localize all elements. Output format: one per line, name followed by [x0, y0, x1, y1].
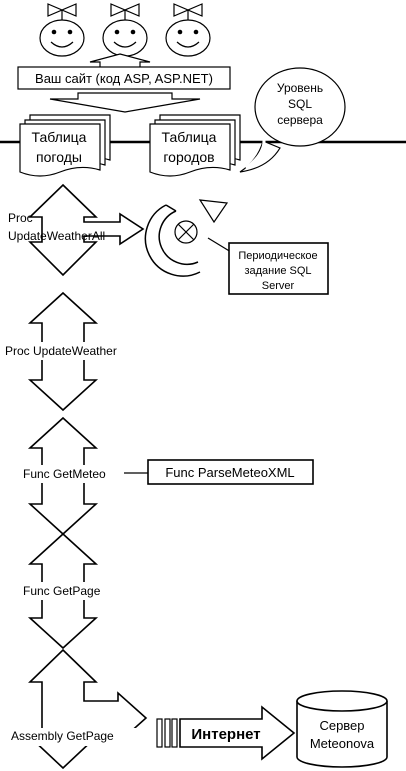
weather-table-line2: погоды: [36, 149, 82, 165]
parse-xml-label: Func ParseMeteoXML: [165, 465, 294, 480]
user-icon: [165, 3, 211, 57]
cities-table-line1: Таблица: [162, 129, 217, 145]
job-line2: задание SQL: [244, 265, 311, 277]
update-all-arrow: [28, 183, 145, 277]
internet-label: Интернет: [191, 726, 260, 743]
assembly-arrow: [27, 648, 148, 770]
get-meteo-label: Func GetMeteo: [23, 467, 106, 481]
server-line1: Сервер: [319, 718, 364, 733]
user-icon: [39, 3, 85, 57]
cities-table: Таблица городов: [149, 114, 241, 177]
job-line3: Server: [262, 280, 295, 292]
job-line1: Периодическое: [238, 250, 317, 262]
internet-arrow: Интернет: [156, 705, 296, 761]
weather-table: Таблица погоды: [19, 114, 111, 177]
get-page-label: Func GetPage: [23, 584, 101, 598]
sql-level-line1: Уровень: [277, 81, 323, 95]
site-box-label: Ваш сайт (код ASP, ASP.NET): [35, 71, 213, 86]
weather-table-line1: Таблица: [32, 129, 87, 145]
parse-xml-box: [147, 459, 314, 485]
site-box: [17, 66, 231, 90]
update-all-line2: UpdateWeatherAll: [8, 229, 105, 243]
sql-level-line2: SQL: [288, 97, 312, 111]
site-tables-arrow: [49, 92, 201, 113]
update-weather-label: Proc UpdateWeather: [5, 344, 117, 358]
user-icon: [102, 3, 148, 57]
sql-level-line3: сервера: [277, 113, 323, 127]
scheduled-job-icon: [144, 199, 232, 277]
sql-level-bubble: Уровень SQL сервера: [239, 67, 346, 173]
assembly-label: Assembly GetPage: [11, 729, 114, 743]
server-line2: Meteonova: [310, 736, 375, 751]
meteonova-server-icon: Сервер Meteonova: [296, 690, 388, 768]
cities-table-line2: городов: [163, 149, 214, 165]
scheduled-job-box: [228, 242, 329, 295]
users-site-arrow: [89, 53, 151, 69]
update-all-line1: Proc: [8, 211, 33, 225]
